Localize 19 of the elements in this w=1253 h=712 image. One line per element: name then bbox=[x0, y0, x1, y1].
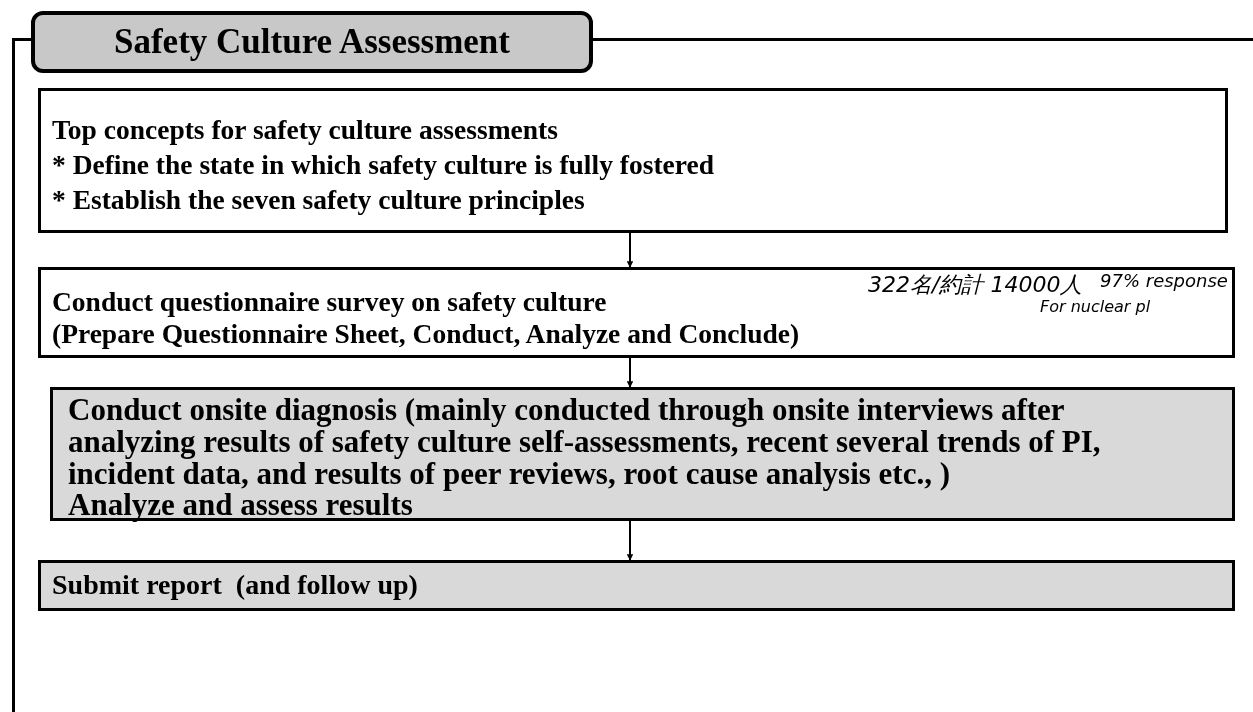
arrow bbox=[626, 520, 634, 561]
handwritten-note: For nuclear pl bbox=[1040, 297, 1151, 316]
box-text: * Define the state in which safety culture is fully fostered bbox=[52, 150, 714, 181]
shaded-process-box bbox=[50, 387, 1235, 521]
handwritten-note: 322名/約計 14000人 bbox=[868, 271, 1083, 299]
arrow bbox=[626, 232, 634, 268]
box-text: (Prepare Questionnaire Sheet, Conduct, Analyze and Conclude) bbox=[52, 319, 800, 350]
box-text: * Establish the seven safety culture principles bbox=[52, 185, 585, 216]
shaded-process-box bbox=[38, 560, 1235, 611]
process-box bbox=[38, 88, 1228, 233]
box-text: Conduct onsite diagnosis (mainly conducted through onsite interviews after analyzing results of safety culture self-assessments, recent several trends of PI, incident data, and results of peer reviews, root cause analysis etc., ) bbox=[68, 394, 1102, 490]
box-heading: Top concepts for safety culture assessments bbox=[52, 115, 558, 146]
handwritten-note: 97% response bbox=[1100, 270, 1228, 291]
heading-tab: Safety Culture Assessment bbox=[31, 11, 593, 73]
box-text: Submit report (and follow up) bbox=[52, 570, 418, 601]
arrow bbox=[626, 357, 634, 388]
box-text: Conduct questionnaire survey on safety culture bbox=[52, 287, 607, 318]
process-box bbox=[38, 267, 1235, 358]
box-text: Analyze and assess results bbox=[68, 488, 413, 523]
